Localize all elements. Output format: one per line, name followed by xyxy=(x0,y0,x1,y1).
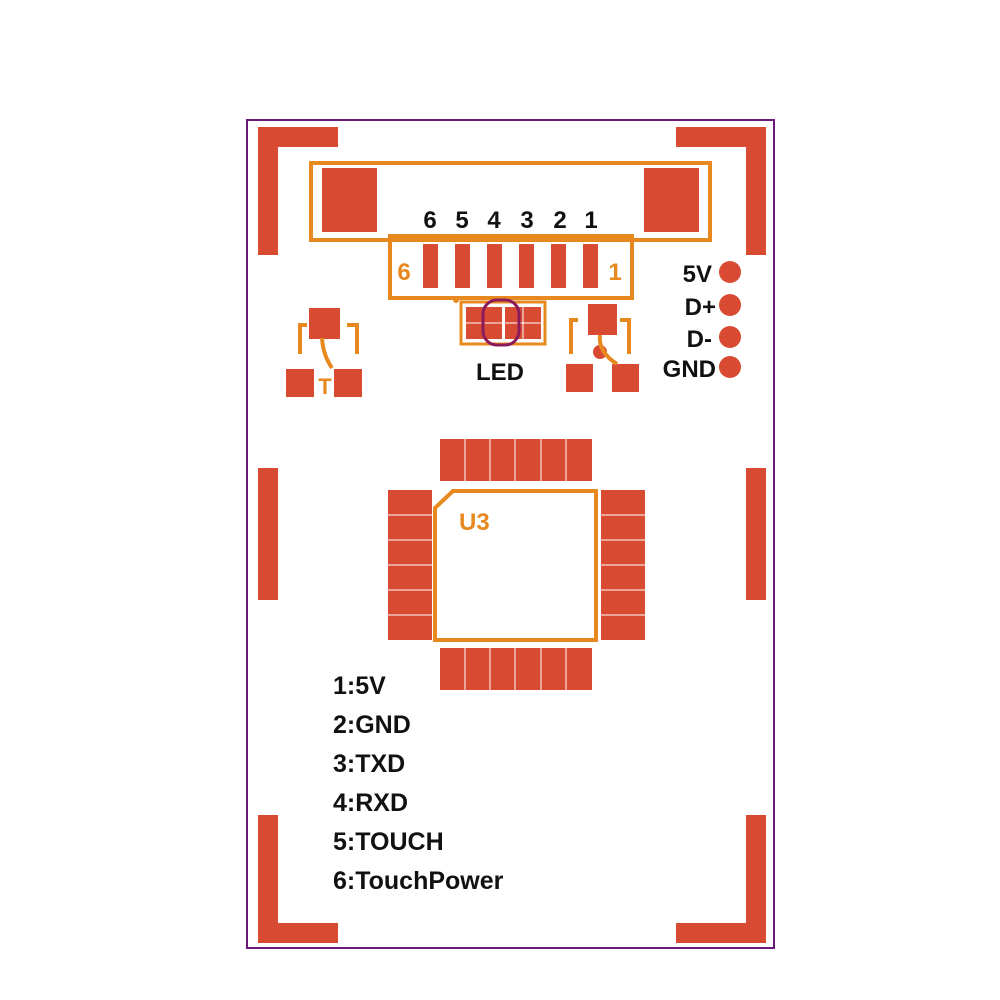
connector-pin-label: 4 xyxy=(487,207,501,234)
pad-label-5v: 5V xyxy=(683,261,712,288)
led-footprint xyxy=(453,297,547,347)
connector-pin-label: 2 xyxy=(553,207,566,234)
pinout-item: 2:GND xyxy=(333,711,411,739)
board-outline xyxy=(246,119,775,949)
connector xyxy=(309,161,712,300)
chip-label-u3: U3 xyxy=(459,509,490,536)
pinout-item: 3:TXD xyxy=(333,750,405,778)
pinout-item: 4:RXD xyxy=(333,789,408,817)
pinout-legend: 1:5V 2:GND 3:TXD 4:RXD 5:TOUCH 6:TouchPo… xyxy=(333,672,504,895)
connector-pin-label: 1 xyxy=(584,207,597,234)
led-label: LED xyxy=(476,359,524,386)
connector-pin-label: 5 xyxy=(455,207,468,234)
touch-switch-left xyxy=(286,308,362,397)
u3-pads xyxy=(388,439,645,690)
connector-pin-label: 3 xyxy=(520,207,533,234)
connector-pin-label: 6 xyxy=(423,207,436,234)
pad-label-dminus: D- xyxy=(687,326,712,353)
corner-brackets xyxy=(258,127,766,943)
pinout-item: 1:5V xyxy=(333,672,386,700)
silk-pin1-label: 1 xyxy=(608,259,621,286)
pinout-item: 6:TouchPower xyxy=(333,867,504,895)
silk-pin6-label: 6 xyxy=(397,259,410,286)
touch-label: T xyxy=(318,374,332,399)
pinout-item: 5:TOUCH xyxy=(333,828,444,856)
pad-label-dplus: D+ xyxy=(685,294,716,321)
touch-switch-right xyxy=(566,304,639,392)
pad-label-gnd: GND xyxy=(663,356,716,383)
usb-pads xyxy=(719,261,741,378)
